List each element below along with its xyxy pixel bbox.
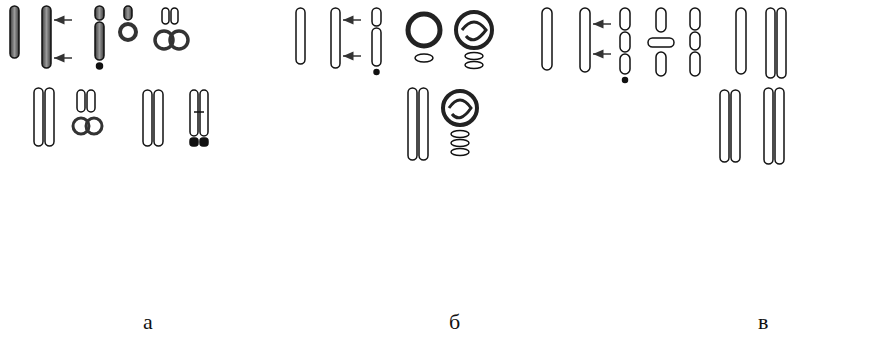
- panel-letter: б: [449, 311, 460, 333]
- panel-letter: а: [143, 311, 153, 333]
- panel-c-row2: [720, 88, 784, 164]
- panel-c-chromosomes: [542, 8, 786, 83]
- panel-b-chromosomes: [296, 8, 492, 75]
- panel-a-row2: [34, 88, 208, 146]
- panel-a-chromosomes: [10, 6, 188, 69]
- panel-b-row2: [408, 88, 477, 160]
- panel-letter: в: [758, 311, 768, 333]
